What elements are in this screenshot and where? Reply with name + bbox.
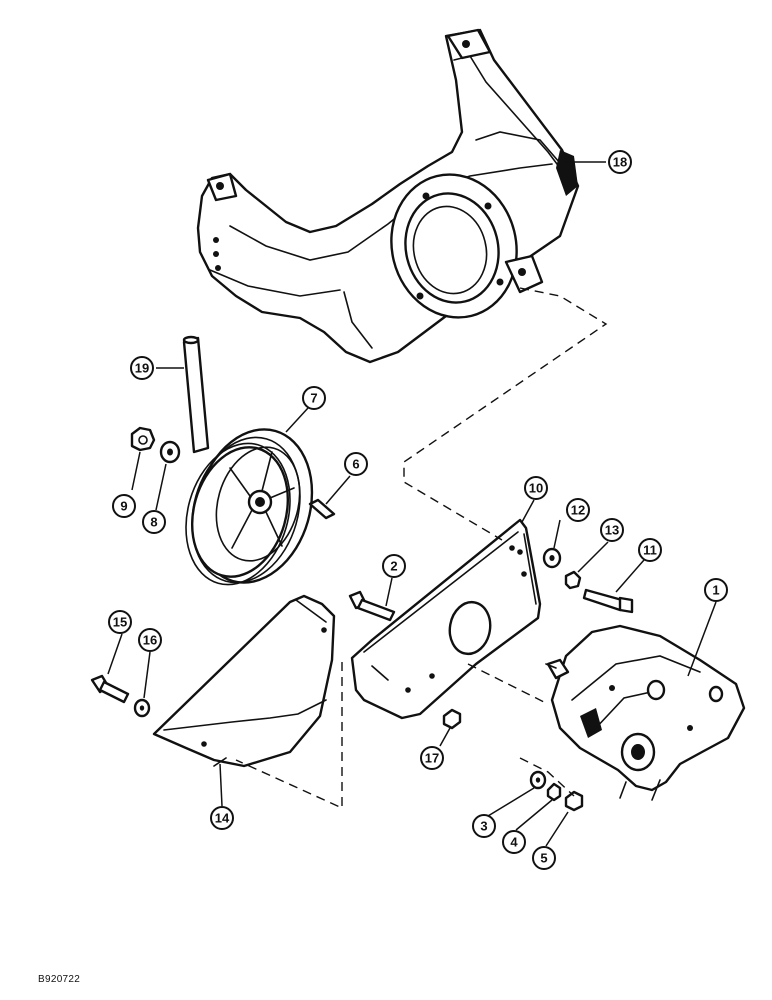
callout-7: 7 bbox=[302, 386, 326, 410]
callout-bubbles: 1 2 3 4 5 6 7 8 9 10 11 12 13 14 15 16 1… bbox=[108, 150, 728, 870]
washer-part-16 bbox=[133, 698, 151, 718]
callout-8: 8 bbox=[142, 510, 166, 534]
svg-text:3: 3 bbox=[480, 819, 487, 834]
nut-part-17 bbox=[442, 708, 462, 730]
bolt-part-11 bbox=[582, 588, 634, 614]
svg-text:7: 7 bbox=[310, 391, 317, 406]
figure-reference-code: B920722 bbox=[38, 974, 81, 985]
svg-text:4: 4 bbox=[510, 835, 518, 850]
callout-9: 9 bbox=[112, 494, 136, 518]
rod-part-19 bbox=[182, 335, 210, 454]
callout-6: 6 bbox=[344, 452, 368, 476]
mounting-plate-part-10 bbox=[350, 518, 542, 720]
callout-4: 4 bbox=[502, 830, 526, 854]
bolt-part-15 bbox=[90, 674, 130, 704]
svg-text:15: 15 bbox=[113, 615, 127, 630]
nut-part-5 bbox=[564, 790, 584, 812]
svg-text:14: 14 bbox=[215, 811, 230, 826]
hydraulic-pump-part-1 bbox=[545, 624, 746, 801]
callout-1: 1 bbox=[704, 578, 728, 602]
svg-text:17: 17 bbox=[425, 751, 439, 766]
svg-text:16: 16 bbox=[143, 633, 157, 648]
bolt-part-2 bbox=[348, 590, 396, 622]
callout-16: 16 bbox=[138, 628, 162, 652]
callout-15: 15 bbox=[108, 610, 132, 634]
svg-text:12: 12 bbox=[571, 503, 585, 518]
svg-text:19: 19 bbox=[135, 361, 149, 376]
callout-2: 2 bbox=[382, 554, 406, 578]
svg-text:10: 10 bbox=[529, 481, 543, 496]
pin-part-6 bbox=[308, 498, 336, 520]
callout-11: 11 bbox=[638, 538, 662, 562]
nut-part-9 bbox=[130, 426, 156, 452]
pulley-part-7 bbox=[185, 428, 314, 586]
callout-14: 14 bbox=[210, 806, 234, 830]
callout-5: 5 bbox=[532, 846, 556, 870]
callout-3: 3 bbox=[472, 814, 496, 838]
nut-part-13 bbox=[564, 570, 582, 590]
svg-text:8: 8 bbox=[150, 515, 157, 530]
svg-text:13: 13 bbox=[605, 523, 619, 538]
callout-13: 13 bbox=[600, 518, 624, 542]
svg-text:5: 5 bbox=[540, 851, 547, 866]
svg-text:11: 11 bbox=[643, 543, 657, 558]
washer-part-4 bbox=[546, 782, 562, 802]
callout-19: 19 bbox=[130, 356, 154, 380]
callout-10: 10 bbox=[524, 476, 548, 500]
washer-part-3 bbox=[529, 770, 547, 790]
belt-guard-part-14 bbox=[152, 594, 336, 768]
alignment-lines bbox=[235, 287, 608, 810]
svg-text:1: 1 bbox=[712, 583, 719, 598]
washer-part-12 bbox=[542, 547, 562, 569]
svg-text:2: 2 bbox=[390, 559, 397, 574]
callout-18: 18 bbox=[608, 150, 632, 174]
callout-17: 17 bbox=[420, 746, 444, 770]
svg-text:6: 6 bbox=[352, 457, 359, 472]
washer-part-8 bbox=[159, 440, 181, 464]
leader-lines bbox=[107, 161, 717, 847]
bell-housing-part-18 bbox=[196, 28, 580, 364]
svg-text:18: 18 bbox=[613, 155, 627, 170]
svg-text:9: 9 bbox=[120, 499, 127, 514]
callout-12: 12 bbox=[566, 498, 590, 522]
